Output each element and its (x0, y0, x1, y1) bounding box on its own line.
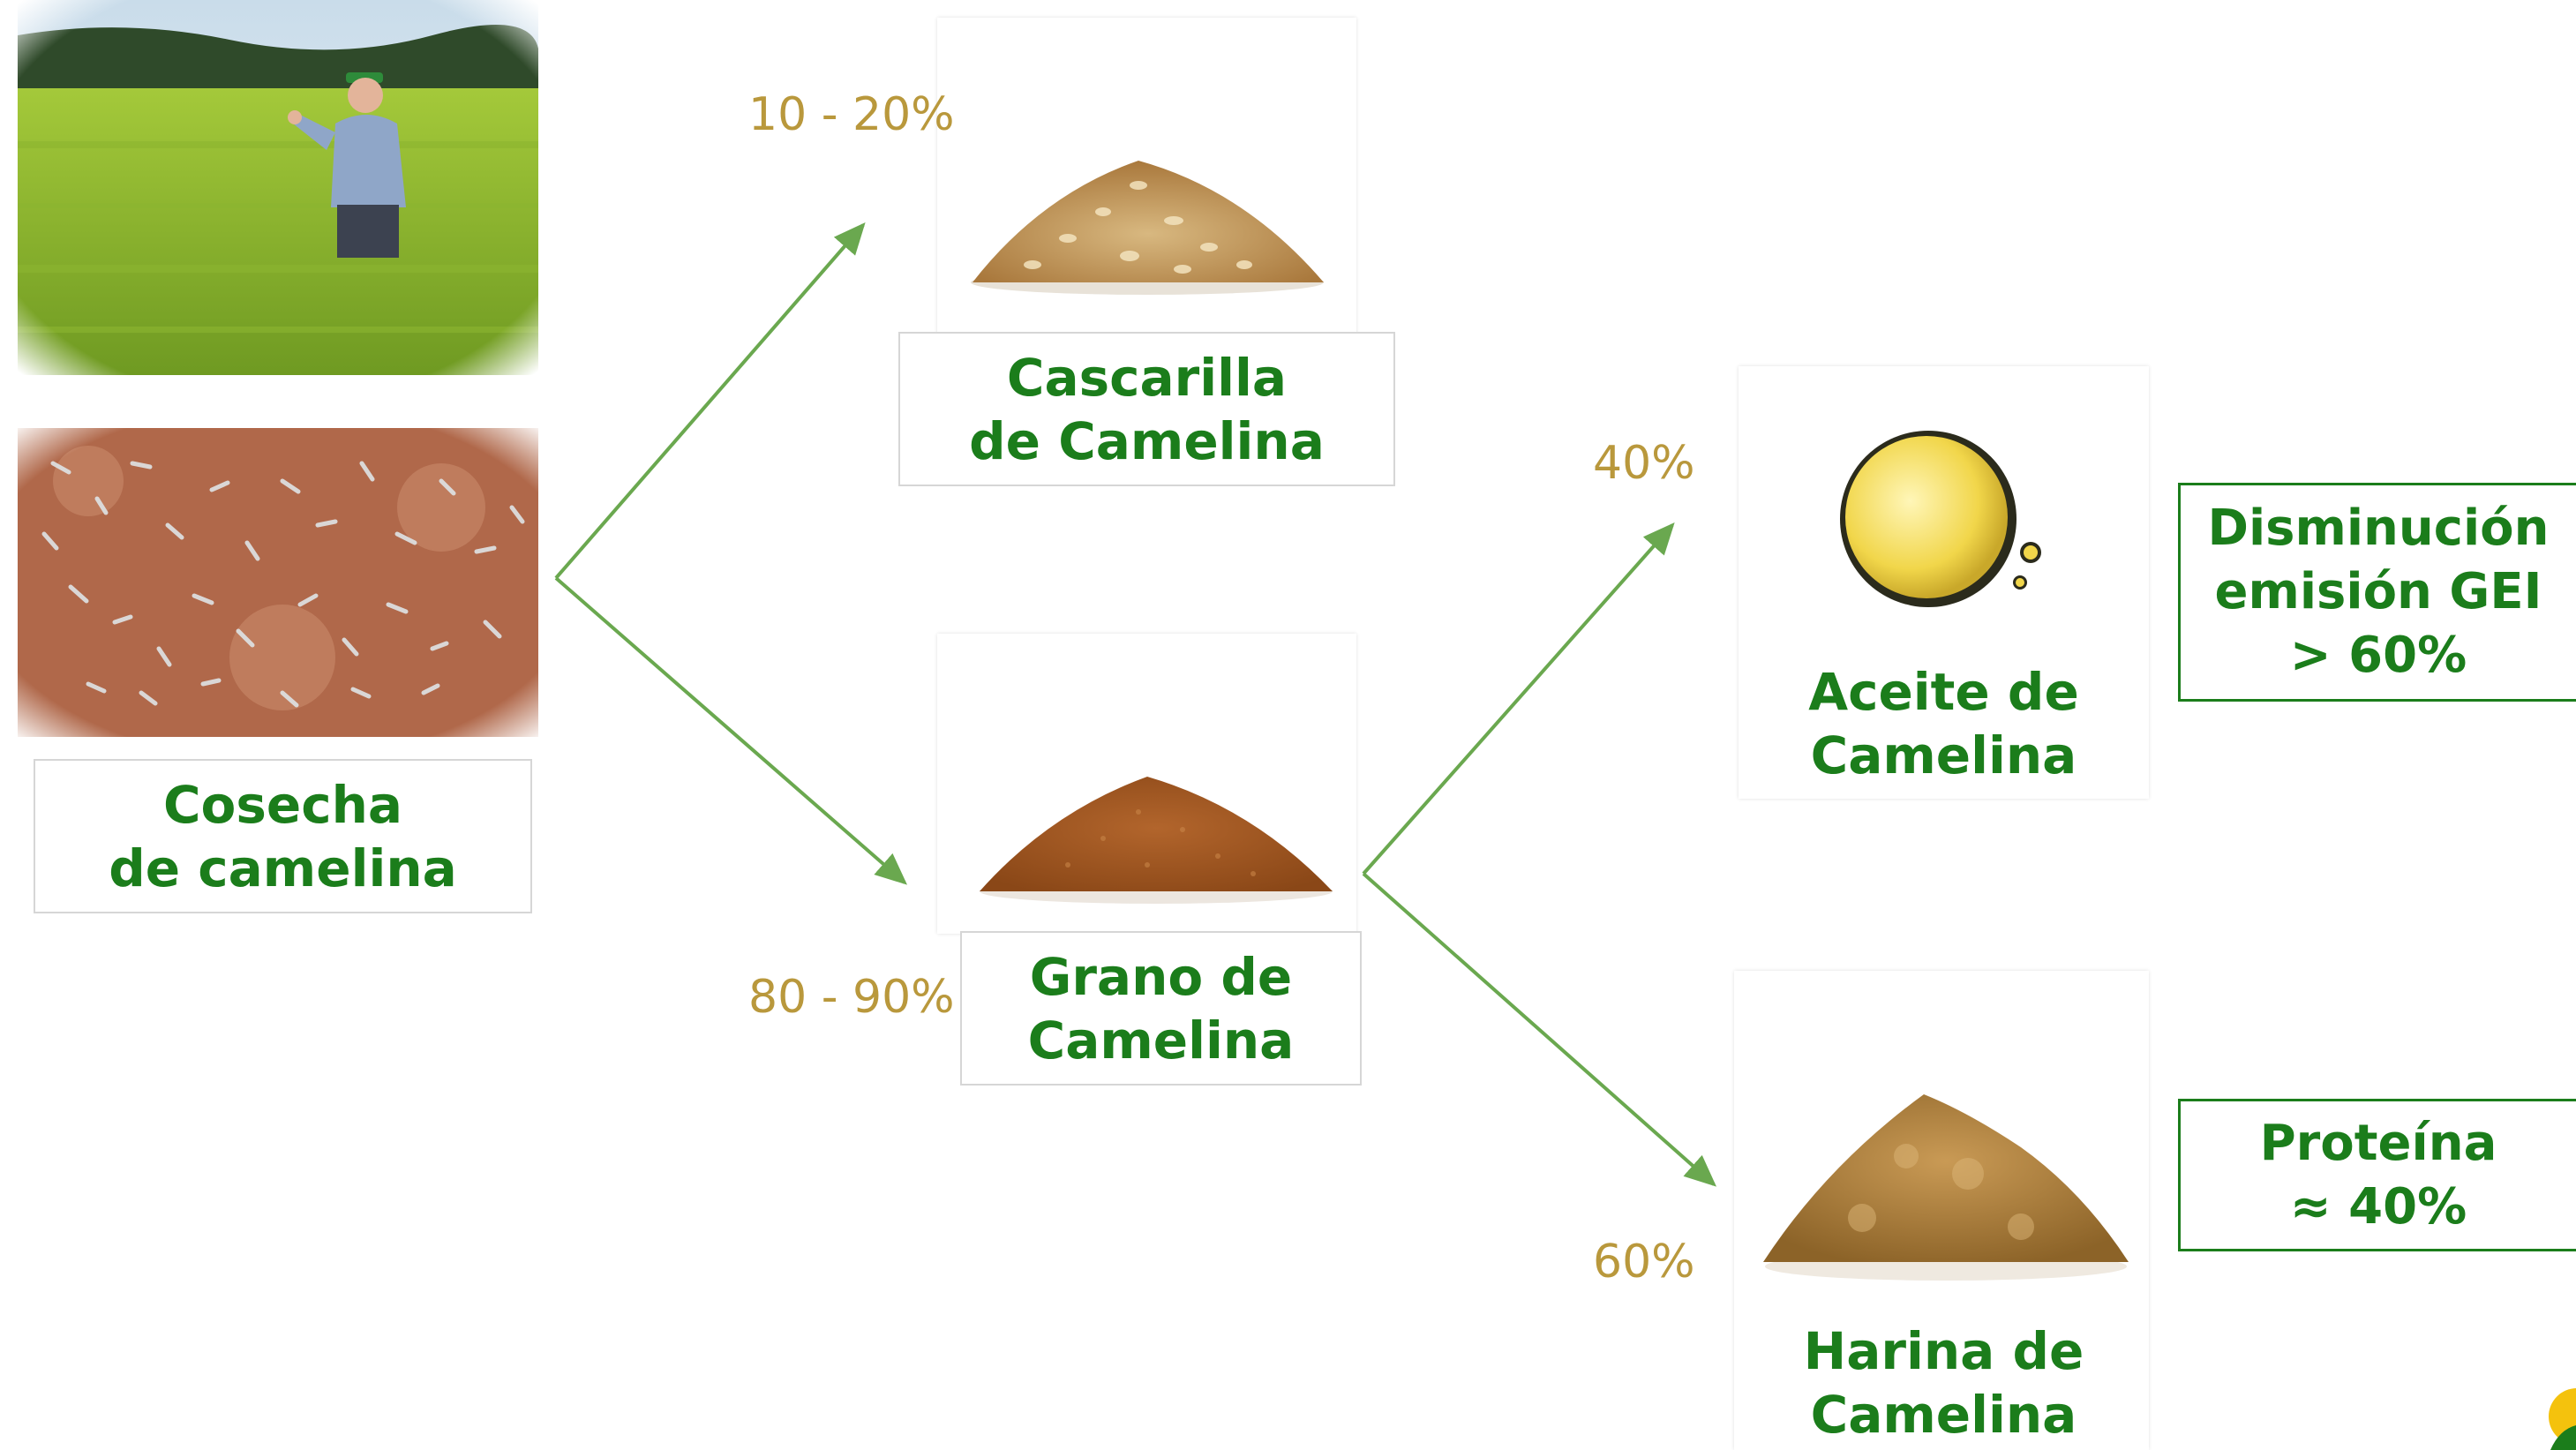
pct-harina: 60% (1593, 1236, 1695, 1288)
node-cascarilla-label: Cascarilla de Camelina (898, 332, 1395, 486)
pct-grano: 80 - 90% (748, 971, 955, 1024)
arrow-to-cascarilla (554, 222, 866, 580)
arrow-to-harina (1362, 872, 1716, 1187)
husk-pile-image (971, 161, 1324, 295)
grain-pile-image (980, 777, 1333, 904)
node-aceite-label: Aceite de Camelina (1743, 649, 2144, 799)
arrow-to-grano (554, 576, 908, 885)
pct-aceite: 40% (1593, 437, 1695, 490)
logo-icon (2549, 1388, 2576, 1450)
pct-cascarilla: 10 - 20% (748, 88, 955, 141)
node-harina-label: Harina de Camelina (1743, 1315, 2144, 1450)
node-grano-label: Grano de Camelina (960, 931, 1362, 1086)
oil-drop-image (1840, 431, 2041, 607)
arrow-to-aceite (1362, 522, 1675, 875)
node-cosecha-label: Cosecha de camelina (34, 759, 532, 913)
result-aceite-box: Disminución emisión GEI > 60% (2178, 483, 2576, 702)
farmer-in-field-photo (18, 0, 538, 375)
seeds-on-soil-photo (18, 428, 538, 737)
result-harina-box: Proteína ≈ 40% (2178, 1099, 2576, 1251)
flour-pile-image (1763, 1094, 2129, 1281)
